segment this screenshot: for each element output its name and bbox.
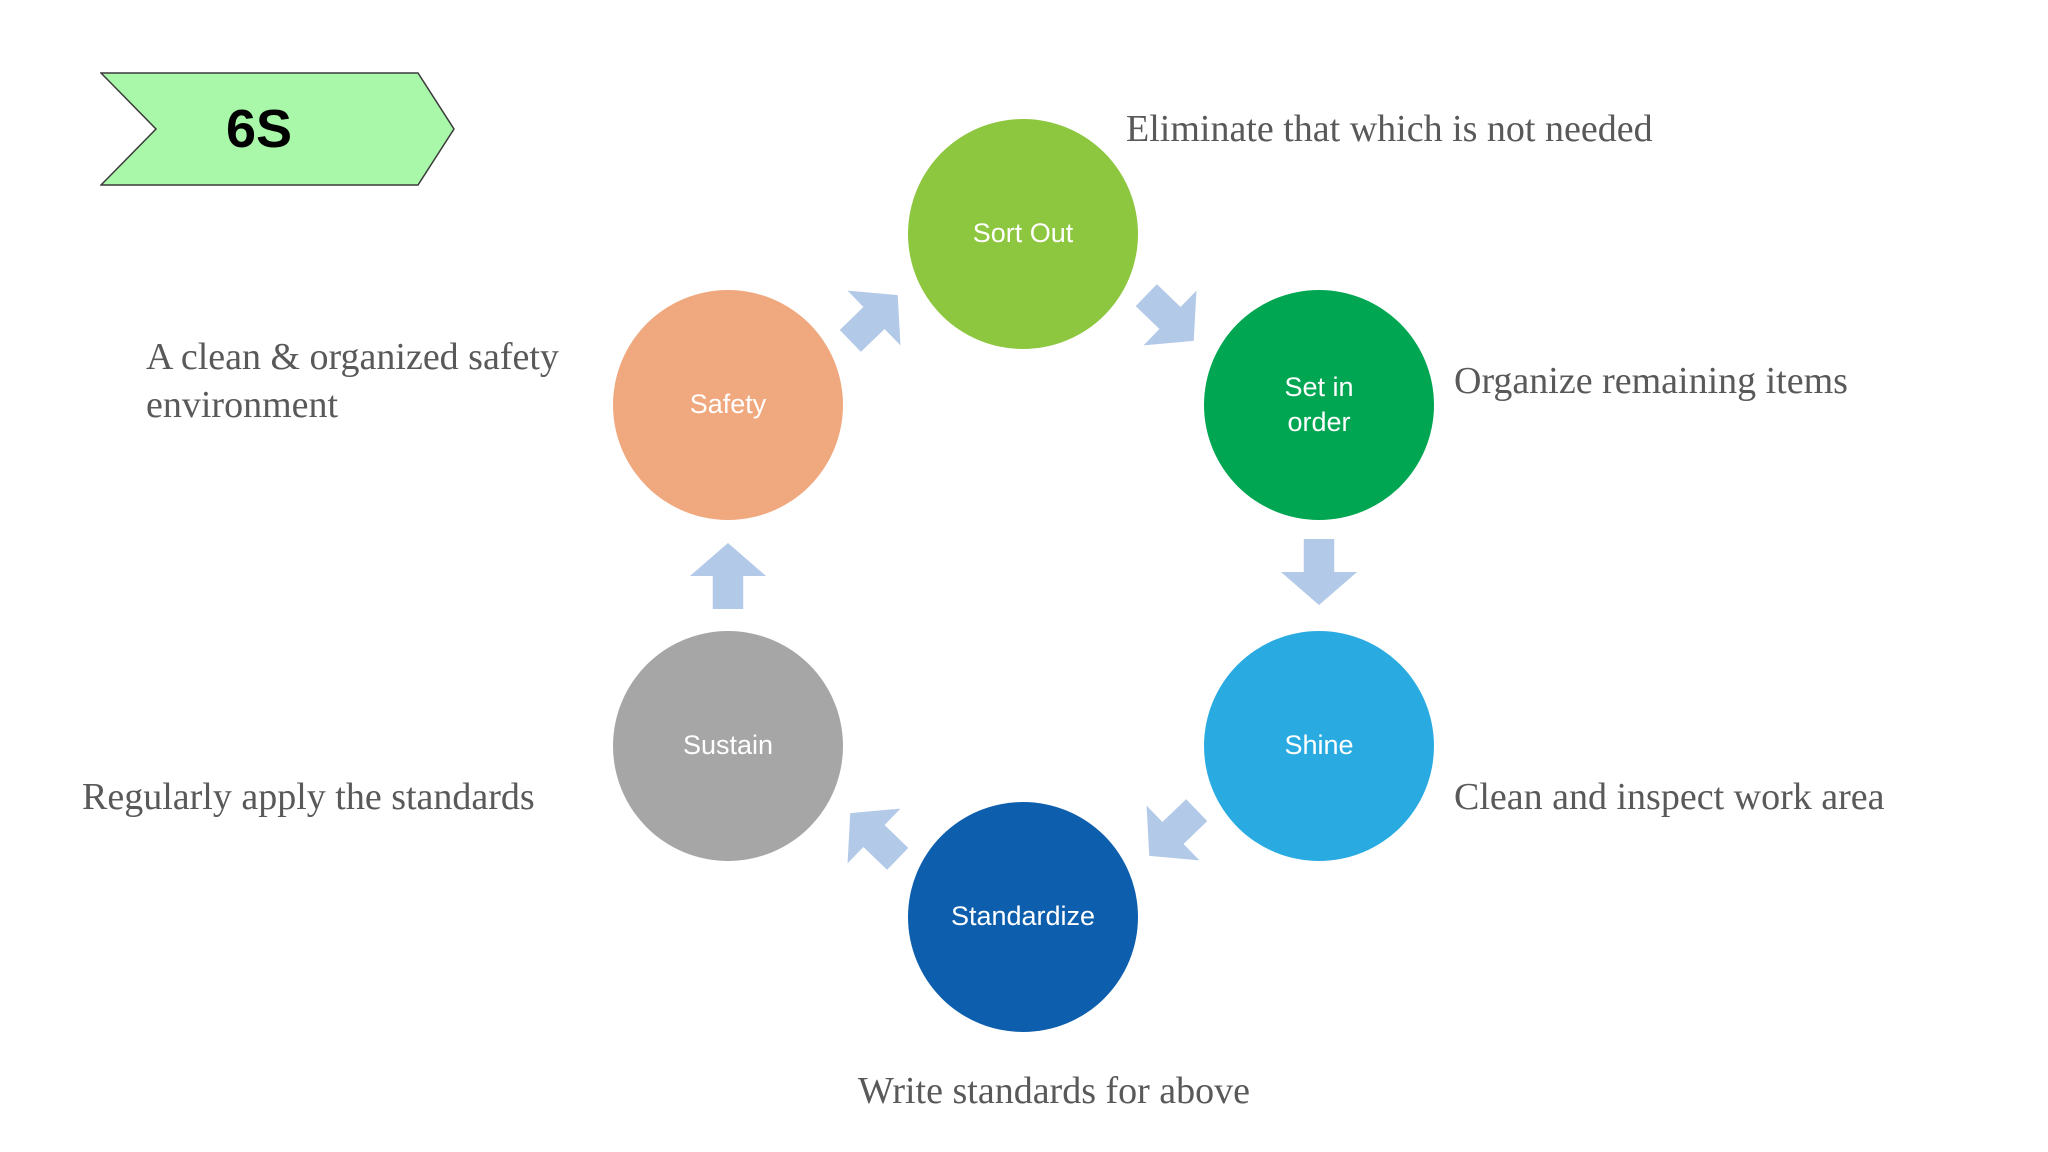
step-circle-safety: Safety (613, 290, 843, 520)
annotation-safety: A clean & organized safety environment (146, 336, 559, 426)
banner-label: 6S (225, 99, 293, 159)
annotation-standardize: Write standards for above (858, 1070, 1251, 1112)
arrow-sustain-to-safety-icon (689, 543, 767, 609)
arrow-shine-to-standardize-icon (1146, 799, 1208, 861)
arrow-set-in-order-to-shine-icon (1280, 539, 1358, 605)
arrow-sort-out-to-set-in-order-icon (1135, 284, 1197, 346)
banner-arrow-shape (100, 72, 455, 186)
arrow-safety-to-sort-out-icon (839, 290, 901, 352)
arrow-standardize-to-sustain-icon (847, 808, 909, 870)
step-circle-sort-out: Sort Out (908, 119, 1138, 349)
step-label-sustain: Sustain (682, 730, 774, 761)
annotation-sustain: Regularly apply the standards (82, 776, 535, 818)
annotation-set-in-order: Organize remaining items (1454, 360, 1848, 402)
step-circle-sustain: Sustain (613, 631, 843, 861)
step-circle-shine: Shine (1204, 631, 1434, 861)
annotation-sort-out: Eliminate that which is not needed (1126, 108, 1653, 150)
step-label-standardize: Standardize (950, 901, 1096, 932)
step-label-set-in-order: Set in order (1284, 371, 1354, 437)
annotation-shine: Clean and inspect work area (1454, 776, 1885, 818)
step-circle-standardize: Standardize (908, 802, 1138, 1032)
step-label-safety: Safety (689, 389, 767, 420)
step-label-sort-out: Sort Out (972, 218, 1074, 249)
step-circle-set-in-order: Set in order (1204, 290, 1434, 520)
step-label-shine: Shine (1284, 730, 1354, 761)
6s-banner: 6S (100, 72, 456, 186)
